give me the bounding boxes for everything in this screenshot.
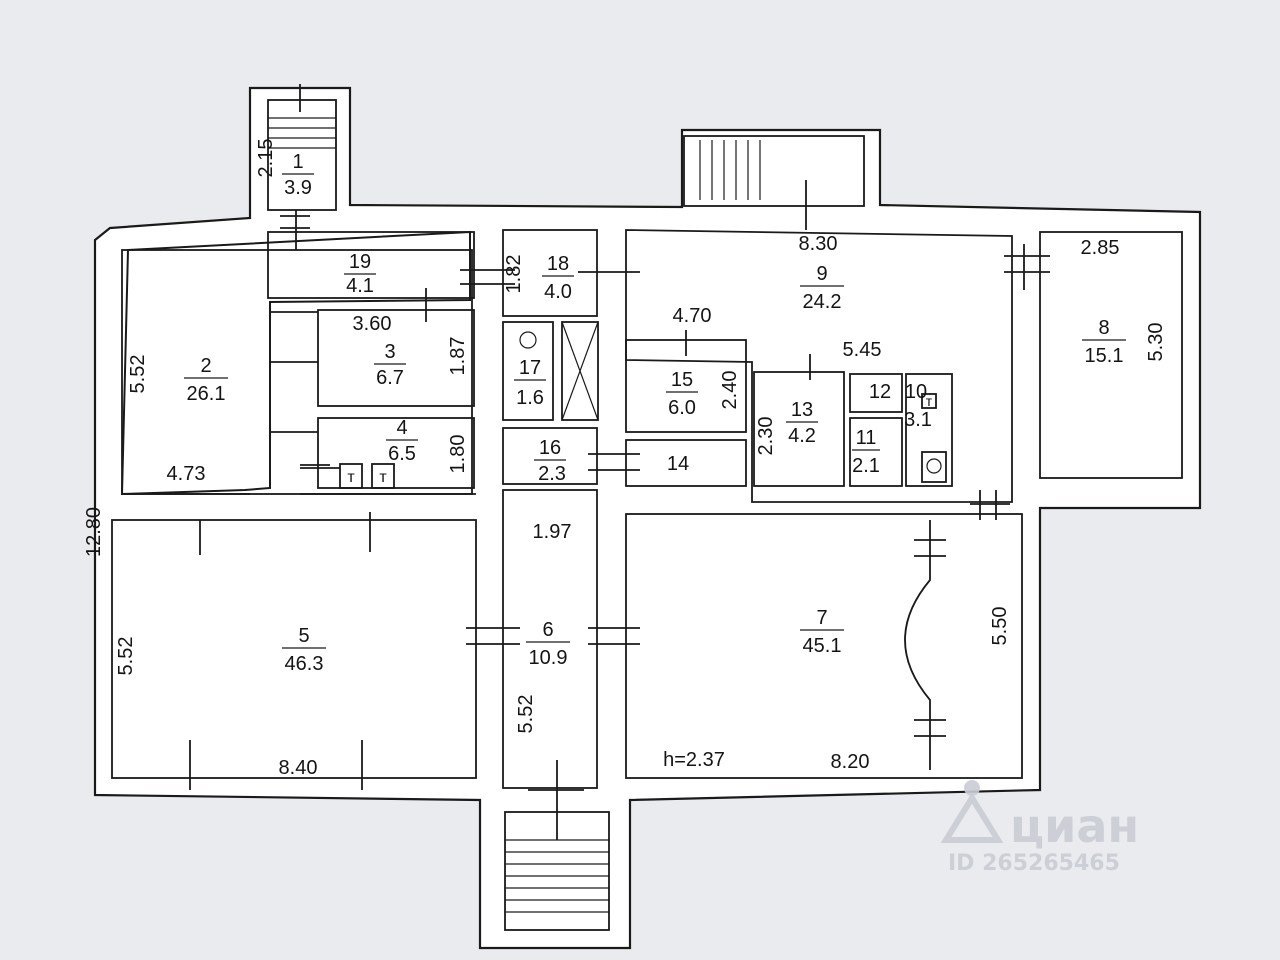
svg-text:45.1: 45.1: [803, 635, 842, 657]
svg-text:24.2: 24.2: [803, 291, 842, 313]
svg-text:46.3: 46.3: [285, 653, 324, 675]
room-5: 5 46.3: [282, 625, 326, 675]
svg-text:15.1: 15.1: [1085, 345, 1124, 367]
dim-1-80: 1.80: [447, 435, 469, 474]
dim-3-60: 3.60: [353, 313, 392, 335]
dim-12-80: 12.80: [83, 507, 105, 557]
room-3: 3 6.7: [374, 341, 406, 389]
room-11: 11 2.1: [852, 427, 880, 477]
svg-text:1: 1: [292, 151, 303, 173]
room-2: 2 26.1: [184, 355, 228, 405]
dim-5-52-room2: 5.52: [127, 355, 149, 394]
svg-text:10: 10: [905, 381, 927, 403]
svg-text:5: 5: [298, 625, 309, 647]
svg-text:4: 4: [396, 417, 407, 439]
watermark-brand: циан: [1010, 799, 1139, 853]
room-14: 14: [667, 453, 689, 475]
room-6: 6 10.9: [526, 619, 570, 669]
svg-text:2.3: 2.3: [538, 463, 566, 485]
room-1: 1 3.9: [282, 151, 314, 199]
svg-text:7: 7: [816, 607, 827, 629]
room-12: 12: [869, 381, 891, 403]
toilet-icon: т: [379, 469, 387, 486]
room-7: 7 45.1: [800, 607, 844, 657]
cian-logo-icon: [940, 780, 1004, 843]
svg-text:14: 14: [667, 453, 689, 475]
room-19: 19 4.1: [344, 251, 376, 297]
dim-2-15: 2.15: [255, 139, 277, 178]
toilet-icon: т: [926, 393, 933, 409]
dim-8-20: 8.20: [831, 751, 870, 773]
dim-8-30: 8.30: [799, 233, 838, 255]
svg-text:4.1: 4.1: [346, 275, 374, 297]
dim-5-52-room6: 5.52: [515, 695, 537, 734]
dim-5-45: 5.45: [843, 339, 882, 361]
svg-text:6.0: 6.0: [668, 397, 696, 419]
dim-4-70: 4.70: [673, 305, 712, 327]
svg-text:10.9: 10.9: [529, 647, 568, 669]
room-8: 8 15.1: [1082, 317, 1126, 367]
svg-text:19: 19: [349, 251, 371, 273]
dim-1-97: 1.97: [533, 521, 572, 543]
dim-5-30: 5.30: [1145, 323, 1167, 362]
svg-text:1.6: 1.6: [516, 387, 544, 409]
room-17: 17 1.6: [514, 357, 546, 409]
watermark: циан ID 265265465: [940, 780, 1139, 876]
room-outlines: [111, 99, 1183, 931]
svg-text:17: 17: [519, 357, 541, 379]
openings: [189, 84, 1050, 791]
toilet-fixtures: т т т: [347, 393, 942, 486]
room-16: 16 2.3: [534, 437, 566, 485]
dim-2-40: 2.40: [719, 371, 741, 410]
svg-text:4.2: 4.2: [788, 425, 816, 447]
svg-text:11: 11: [856, 427, 877, 449]
svg-text:3: 3: [384, 341, 395, 363]
room-13: 13 4.2: [786, 399, 818, 447]
dim-4-73: 4.73: [167, 463, 206, 485]
svg-text:6.7: 6.7: [376, 367, 404, 389]
toilet-icon: т: [347, 469, 355, 486]
svg-text:15: 15: [671, 369, 693, 391]
dim-2-85: 2.85: [1081, 237, 1120, 259]
outer-wall: [93, 86, 1202, 950]
svg-text:8: 8: [1098, 317, 1109, 339]
room-9: 9 24.2: [800, 263, 844, 313]
svg-text:18: 18: [547, 253, 569, 275]
svg-text:3.9: 3.9: [284, 177, 312, 199]
svg-text:2: 2: [200, 355, 211, 377]
svg-text:9: 9: [816, 263, 827, 285]
svg-text:26.1: 26.1: [187, 383, 226, 405]
room-18: 18 4.0: [542, 253, 574, 303]
dim-5-52-room5: 5.52: [115, 637, 137, 676]
ceiling-height: h=2.37: [663, 749, 725, 771]
room-4: 4 6.5: [386, 417, 418, 465]
svg-text:12: 12: [869, 381, 891, 403]
room-15: 15 6.0: [666, 369, 698, 419]
watermark-id: ID 265265465: [948, 851, 1120, 876]
dimension-labels: 2.15 8.30 2.85 5.30 5.52 3.60 1.87 1.82 …: [83, 139, 1167, 779]
svg-text:3.1: 3.1: [904, 409, 932, 431]
svg-text:16: 16: [539, 437, 561, 459]
svg-text:6.5: 6.5: [388, 443, 416, 465]
svg-text:6: 6: [542, 619, 553, 641]
room-labels: 1 3.9 2 26.1 3 6.7 4 6.5 5 46.3 6 10.9: [184, 151, 1126, 675]
dim-2-30: 2.30: [755, 417, 777, 456]
toilet-bowl-icon: [926, 458, 942, 474]
dim-8-40: 8.40: [279, 757, 318, 779]
room-10: 10 3.1: [904, 381, 932, 431]
dim-1-87: 1.87: [447, 337, 469, 376]
svg-text:2.1: 2.1: [852, 455, 880, 477]
svg-text:4.0: 4.0: [544, 281, 572, 303]
dim-5-50: 5.50: [989, 607, 1011, 646]
svg-text:13: 13: [791, 399, 813, 421]
dim-1-82: 1.82: [503, 255, 525, 294]
